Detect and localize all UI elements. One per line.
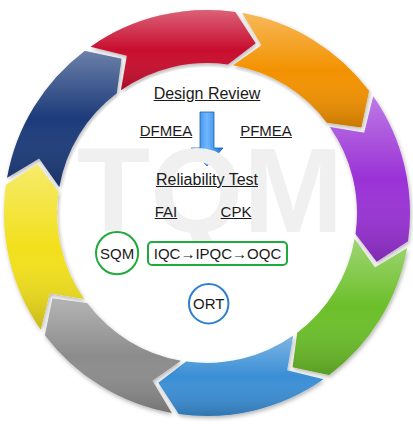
- process-box: IQC→IPQC→OQC: [147, 241, 288, 266]
- cycle-segments: [4, 10, 410, 416]
- section-label: DFMEA: [126, 122, 206, 139]
- circle-outline: [96, 232, 138, 274]
- node-text: SQM: [100, 245, 134, 262]
- section-label: CPK: [206, 203, 266, 220]
- section-label: Design Review: [137, 85, 277, 103]
- circle-node: ORT: [188, 283, 229, 324]
- circle-node: SQM: [95, 231, 139, 275]
- section-label: PFMEA: [226, 122, 306, 139]
- section-label: FAI: [136, 203, 196, 220]
- node-text: IQC→IPQC→OQC: [154, 245, 282, 262]
- section-label: Reliability Test: [127, 171, 287, 189]
- box-outline: [148, 242, 287, 265]
- node-text: ORT: [193, 295, 224, 312]
- circle-outline: [189, 284, 228, 323]
